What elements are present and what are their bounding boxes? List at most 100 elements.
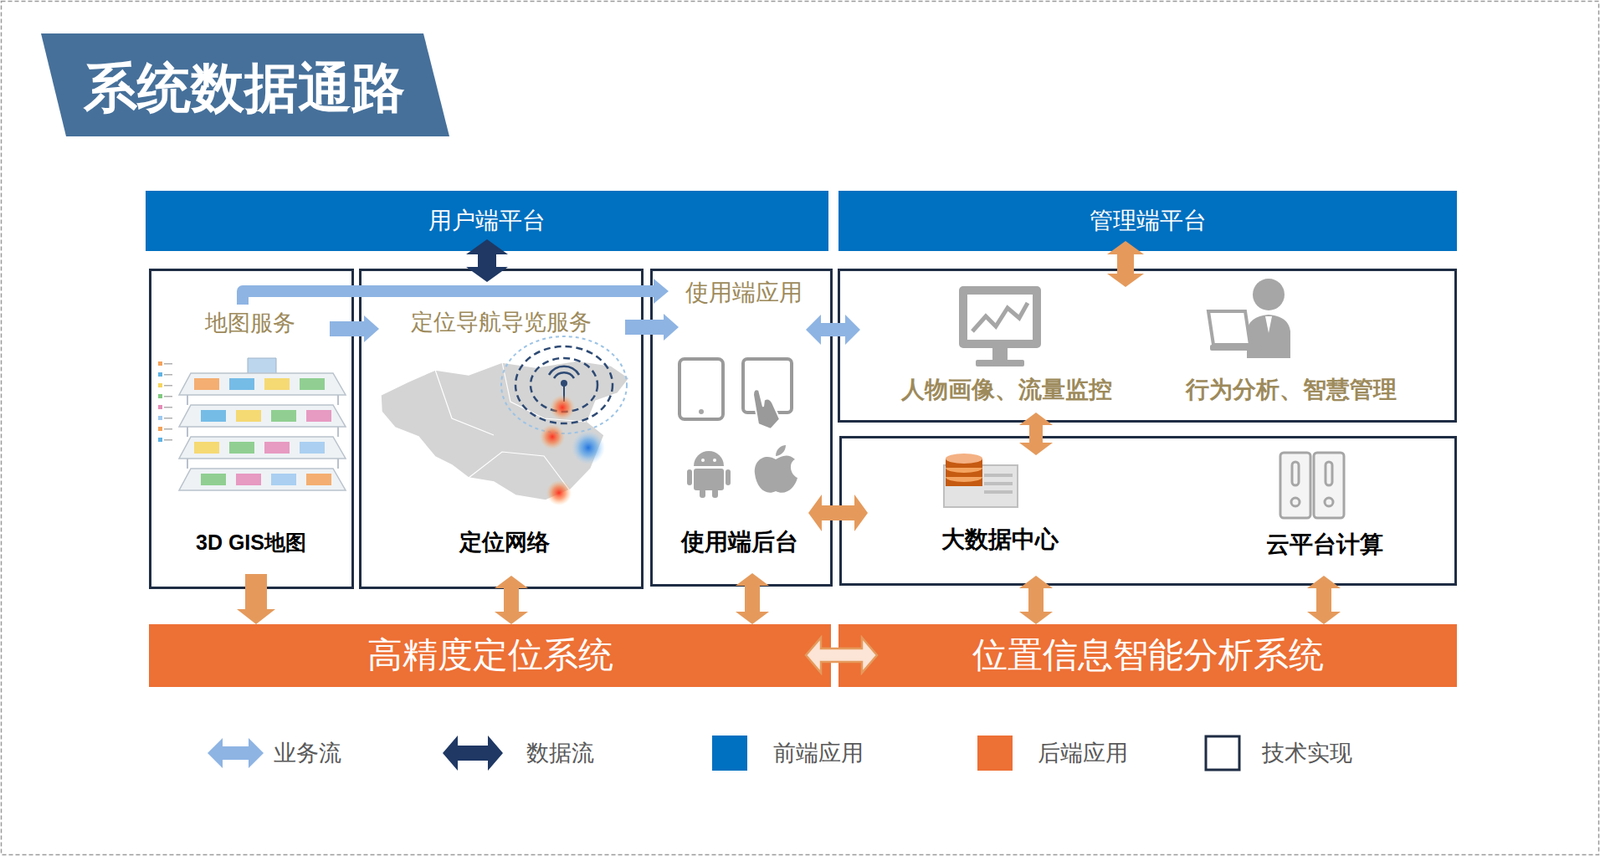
analyst-icon [1208, 278, 1291, 359]
node-label: 使用端应用 [685, 278, 803, 308]
monitor-icon [992, 348, 1008, 360]
node-label: 位置信息智能分析系统 [972, 634, 1324, 677]
china-map [435, 362, 586, 490]
cloud-compute-icon [1280, 452, 1311, 518]
link-arrow [1307, 575, 1341, 625]
server-icon [943, 453, 1018, 508]
legend-label: 业务流 [273, 739, 342, 767]
business-flow-arrow [242, 278, 669, 305]
device-icons [687, 469, 693, 486]
building-3d-map [337, 426, 339, 437]
business-flow-arrow [805, 314, 861, 345]
building-3d-map [299, 441, 325, 454]
arrow-shape [466, 239, 508, 283]
building-3d-map [186, 394, 189, 406]
title-text: 系统数据通路 [83, 56, 406, 121]
china-map [539, 424, 565, 450]
arrow-shape [808, 494, 868, 532]
building-3d-map [164, 417, 173, 420]
node-label: 大数据中心 [941, 525, 1059, 554]
building-3d-map [247, 358, 277, 375]
cloud-compute-icon [1324, 497, 1334, 507]
china-map [380, 336, 630, 506]
platform-band: 位置信息智能分析系统 [838, 624, 1457, 688]
building-3d-map [179, 405, 346, 427]
building-3d-map [179, 436, 346, 459]
building-3d-map [200, 473, 226, 486]
device-icons [693, 451, 724, 467]
device-icons [712, 488, 718, 498]
building-3d-map [164, 439, 173, 442]
arrow-shape [625, 313, 679, 341]
building-3d-map [337, 394, 339, 406]
building-3d-map [299, 378, 325, 390]
node-label: 管理端平台 [1089, 206, 1207, 236]
server-icon [984, 482, 1013, 486]
band-fill [148, 624, 831, 688]
building-3d-map [264, 378, 290, 390]
cloud-compute-icon [1291, 497, 1300, 507]
server-icon [984, 490, 1013, 494]
china-map [380, 360, 630, 501]
building-3d-map [158, 415, 163, 421]
legend-label: 后端应用 [1037, 739, 1129, 767]
arrow-shape [236, 574, 276, 625]
arrow-shape [1307, 575, 1341, 625]
tech-box: 定位导航导览服务定位网络 [358, 268, 644, 590]
node-label: 定位导航导览服务 [410, 308, 592, 336]
building-3d-map [179, 468, 346, 491]
platform-band: 用户端平台 [145, 190, 829, 252]
building-3d-map [271, 473, 297, 486]
legend-swatch [977, 735, 1013, 771]
arrow-shape [1107, 241, 1144, 288]
node-caption: 行为分析、智慧管理 [1185, 375, 1397, 405]
link-arrow [236, 574, 276, 625]
legend-outline-sample [1205, 736, 1240, 770]
cloud-compute-icon [1313, 452, 1344, 518]
device-icons [712, 458, 717, 462]
building-3d-map [158, 426, 163, 431]
link-arrow [494, 575, 529, 625]
platform-band: 管理端平台 [838, 190, 1457, 252]
node-label: 高精度定位系统 [367, 634, 614, 677]
arrow-shape [805, 314, 861, 345]
device-icons [693, 468, 724, 491]
tech-box: 使用端应用使用端后台 [650, 268, 833, 587]
legend-arrow-sample [207, 738, 264, 769]
legend-label: 前端应用 [773, 739, 864, 767]
china-map [549, 394, 575, 421]
data-flow-arrow [466, 239, 508, 283]
tech-box: 地图服务 3D GIS地图 [148, 268, 354, 590]
monitor-icon [958, 286, 1042, 367]
building-3d-map [194, 441, 220, 454]
link-arrow [1107, 241, 1144, 288]
building-3d-map [194, 378, 220, 390]
tech-box: 大数据中心云平台计算 [839, 435, 1457, 586]
monitor-icon [975, 359, 1025, 367]
node-label: 用户端平台 [428, 206, 546, 236]
business-flow-arrow [625, 313, 679, 341]
node-label: 地图服务 [205, 309, 296, 337]
china-map [501, 336, 627, 434]
building-3d-map [186, 426, 189, 437]
legend-swatch [712, 735, 748, 771]
building-3d-map [158, 361, 163, 366]
device-icons [679, 358, 724, 420]
china-map [546, 480, 572, 506]
analyst-icon [1208, 311, 1251, 345]
building-3d-map [229, 441, 255, 454]
arrow-shape [494, 575, 529, 625]
node-caption: 3D GIS地图 [195, 529, 307, 555]
building-3d-map [164, 406, 173, 409]
arrow-shape [1019, 575, 1053, 625]
building-3d-map [158, 437, 163, 442]
box-outline [839, 270, 1457, 422]
box-outline [150, 270, 354, 589]
building-3d-map [271, 410, 297, 422]
building-3d-map [306, 410, 332, 422]
device-icons [753, 389, 780, 430]
